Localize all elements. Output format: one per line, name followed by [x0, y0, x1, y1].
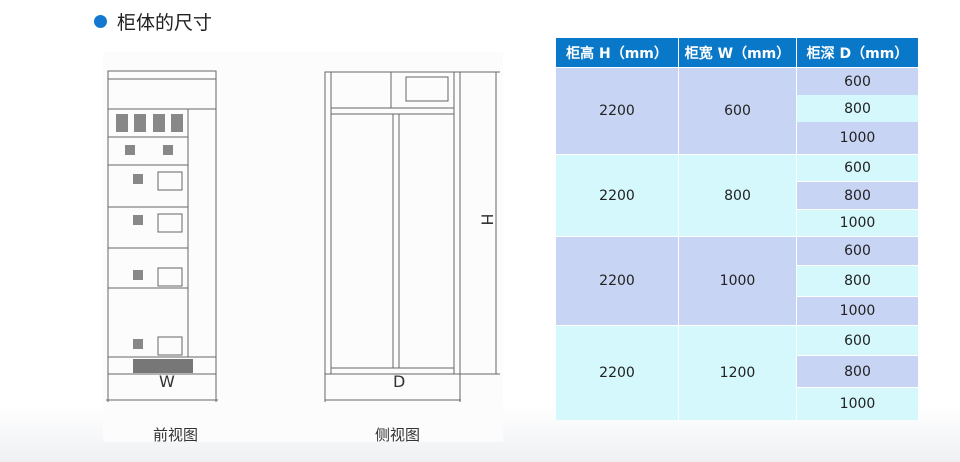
depth-cell: 800 — [797, 182, 918, 209]
depth-cell: 600 — [797, 237, 918, 265]
height-cell: 2200 — [556, 155, 678, 236]
height-label: H — [477, 213, 497, 226]
depth-label: D — [393, 372, 406, 391]
section-title: 柜体的尺寸 — [94, 8, 212, 35]
depth-cell: 800 — [797, 95, 918, 122]
depth-cell: 1000 — [797, 122, 918, 154]
height-cell: 2200 — [556, 237, 678, 325]
width-cell: 800 — [679, 155, 796, 236]
height-cell: 2200 — [556, 326, 678, 420]
side-view-caption: 侧视图 — [375, 426, 421, 444]
cabinet-drawings: W D H 前视图 侧视图 — [103, 52, 503, 444]
column-header: 柜宽 W（mm） — [679, 38, 796, 67]
depth-cell: 1000 — [797, 297, 918, 325]
width-cell: 1200 — [679, 326, 796, 420]
column-header: 柜深 D（mm） — [797, 38, 918, 67]
front-view-caption: 前视图 — [153, 426, 199, 444]
width-cell: 600 — [679, 68, 796, 154]
column-header: 柜高 H（mm） — [556, 38, 678, 67]
side-view — [324, 71, 500, 402]
cabinet-drawing-svg — [106, 70, 500, 402]
width-cell: 1000 — [679, 237, 796, 325]
depth-cell: 600 — [797, 68, 918, 95]
depth-cell: 600 — [797, 155, 918, 181]
depth-cell: 800 — [797, 266, 918, 296]
depth-cell: 800 — [797, 356, 918, 387]
section-title-text: 柜体的尺寸 — [117, 12, 213, 34]
bullet-icon — [94, 15, 107, 28]
depth-cell: 600 — [797, 326, 918, 355]
depth-cell: 1000 — [797, 210, 918, 236]
front-view — [106, 70, 218, 402]
height-cell: 2200 — [556, 68, 678, 154]
width-label: W — [159, 372, 175, 391]
depth-cell: 1000 — [797, 388, 918, 420]
